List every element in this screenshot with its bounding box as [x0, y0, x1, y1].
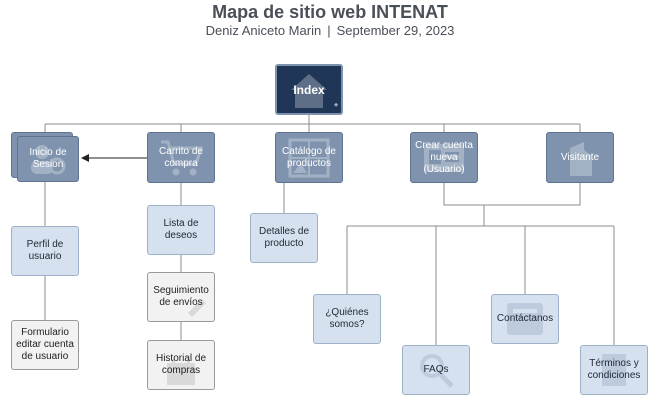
node-index-label: Index: [293, 82, 325, 97]
node-faqs[interactable]: FAQs: [402, 345, 470, 395]
node-historial-label: Historial de compras: [155, 353, 207, 376]
node-terminos-label: Términos y condiciones: [587, 358, 641, 381]
node-seguimiento-label: Seguimiento de envíos: [153, 285, 209, 308]
users-icon: [31, 145, 66, 175]
node-formulario[interactable]: Formulario editar cuenta de usuario: [11, 320, 79, 370]
cart-icon: [161, 140, 204, 175]
node-carrito-label: Carrito de compra: [159, 145, 203, 169]
connector-crear-visitante-join: [443, 183, 581, 206]
house-icon: [291, 73, 327, 108]
node-lista-deseos-label: Lista de deseos: [163, 218, 199, 241]
node-contactanos-label: Contáctanos: [496, 313, 554, 324]
search-icon: [420, 354, 454, 388]
diagram-title: Mapa de sitio web INTENAT: [212, 2, 448, 22]
node-historial[interactable]: Historial de compras: [147, 340, 215, 390]
node-perfil-label: Perfil de usuario: [26, 239, 64, 262]
id-card-icon: [424, 143, 464, 172]
node-quienes[interactable]: ¿Quiénes somos?: [313, 294, 381, 344]
contact-card-icon: [507, 303, 543, 335]
node-contactanos[interactable]: Contáctanos: [491, 294, 559, 344]
node-index[interactable]: Index ◆: [275, 64, 343, 115]
node-carrito[interactable]: Carrito de compra: [147, 132, 215, 183]
node-crear-cuenta[interactable]: Crear cuenta nueva (Usuario): [410, 132, 478, 183]
node-formulario-label: Formulario editar cuenta de usuario: [16, 327, 74, 362]
node-detalles[interactable]: Detalles de producto: [250, 213, 318, 263]
node-catalogo[interactable]: Catálogo de productos: [275, 132, 343, 183]
node-visitante-label: Visitante: [560, 151, 600, 163]
node-catalogo-label: Catálogo de productos: [282, 145, 336, 169]
subtitle-separator: |: [327, 23, 331, 38]
figure-icon: [570, 141, 592, 176]
diagram-date: September 29, 2023: [336, 23, 455, 38]
node-lista-deseos[interactable]: Lista de deseos: [147, 205, 215, 255]
node-seguimiento[interactable]: Seguimiento de envíos: [147, 272, 215, 322]
node-visitante[interactable]: Visitante: [546, 132, 614, 183]
diagram-subtitle: Deniz Aniceto Marin | September 29, 2023: [0, 23, 660, 38]
node-perfil[interactable]: Perfil de usuario: [11, 226, 79, 276]
brand-mark-icon: ◆: [334, 102, 338, 108]
calendar-icon: [167, 359, 195, 385]
node-crear-cuenta-label: Crear cuenta nueva (Usuario): [415, 139, 473, 175]
author-name: Deniz Aniceto Marin: [205, 23, 322, 38]
node-faqs-label: FAQs: [423, 364, 449, 375]
node-quienes-label: ¿Quiénes somos?: [325, 307, 369, 330]
node-detalles-label: Detalles de producto: [258, 226, 310, 249]
node-terminos[interactable]: Términos y condiciones: [580, 345, 648, 395]
node-inicio-sesion[interactable]: Inicio de Sesion: [17, 136, 79, 182]
document-icon: [602, 354, 626, 386]
gallery-icon: [288, 138, 330, 177]
pencil-icon: [188, 299, 206, 317]
node-inicio-sesion-label: Inicio de Sesion: [29, 147, 67, 170]
